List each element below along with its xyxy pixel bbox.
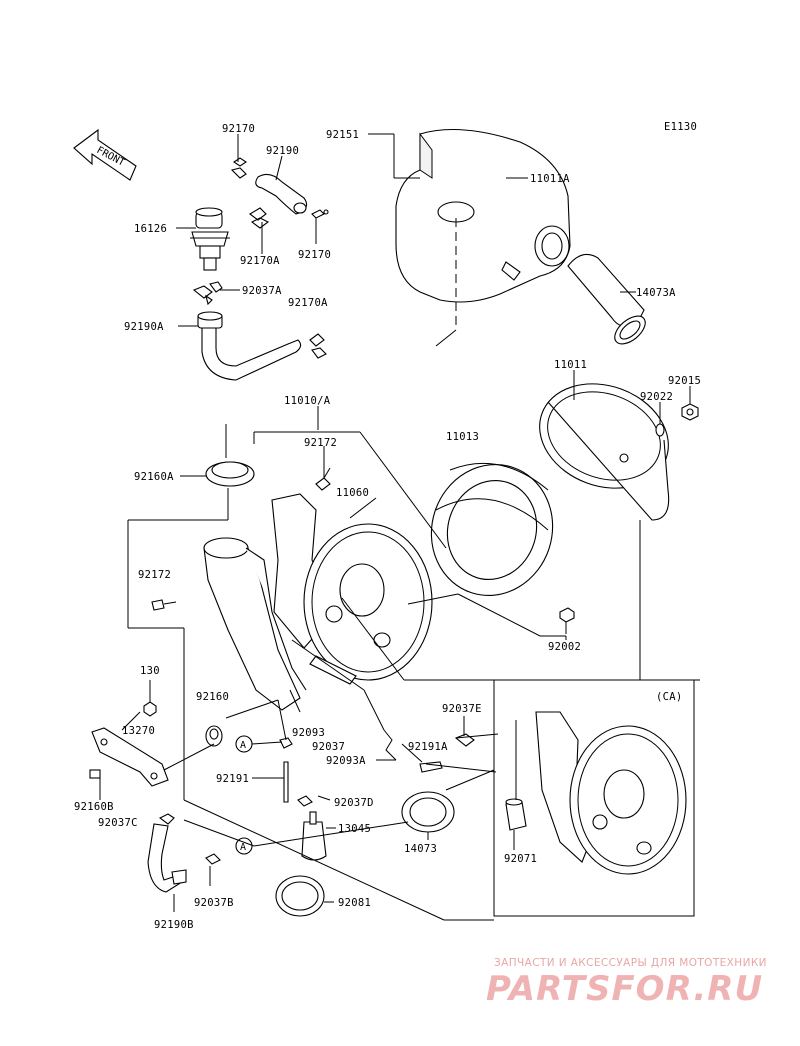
part-label-92071: 92071 bbox=[504, 853, 537, 865]
seal-92160a bbox=[205, 461, 255, 487]
part-label-92081: 92081 bbox=[338, 897, 371, 909]
hose-clip-92170 bbox=[230, 157, 247, 179]
pin-92191 bbox=[283, 761, 289, 803]
ring-92081 bbox=[275, 875, 325, 917]
part-label-14073a: 14073A bbox=[636, 287, 676, 299]
bolt-92172-upper bbox=[315, 467, 331, 491]
part-label-16126: 16126 bbox=[134, 223, 167, 235]
clip-92037c bbox=[158, 813, 175, 825]
part-label-11011a: 11011A bbox=[530, 173, 570, 185]
clip-92037a bbox=[192, 281, 223, 306]
valve-16126 bbox=[190, 207, 230, 271]
part-label-92037: 92037 bbox=[312, 741, 345, 753]
backplate-11060 bbox=[271, 493, 433, 685]
clip-92037b bbox=[205, 853, 221, 865]
part-label-92191: 92191 bbox=[216, 773, 249, 785]
watermark: ЗАПЧАСТИ И АКСЕССУАРЫ ДЛЯ МОТОТЕХНИКИ PA… bbox=[486, 957, 767, 1009]
callout-a-circle-upper: A bbox=[235, 735, 253, 753]
watermark-brand: PARTSFOR.RU bbox=[486, 969, 763, 1009]
diagram-code: E1130 bbox=[664, 121, 697, 133]
watermark-tagline: ЗАПЧАСТИ И АКСЕССУАРЫ ДЛЯ МОТОТЕХНИКИ bbox=[494, 957, 767, 969]
part-label-92037c: 92037C bbox=[98, 817, 138, 829]
part-label-92037a: 92037A bbox=[242, 285, 282, 297]
part-labels: E1130 92170 92190 92151 11011A 16126 921… bbox=[74, 121, 701, 931]
part-label-92191a: 92191A bbox=[408, 741, 448, 753]
base-11010a bbox=[203, 537, 307, 711]
part-label-13270: 13270 bbox=[122, 725, 155, 737]
callout-a-circle-lower: A bbox=[235, 837, 253, 855]
clip-92170-small bbox=[311, 209, 329, 219]
bracket-13270 bbox=[91, 727, 169, 787]
part-label-11010a: 11010/A bbox=[284, 395, 331, 407]
seal-14073 bbox=[401, 791, 455, 833]
ca-backplate bbox=[535, 711, 687, 875]
part-label-92022: 92022 bbox=[640, 391, 673, 403]
part-label-92190a: 92190A bbox=[124, 321, 164, 333]
clamp-92170a-upper bbox=[249, 207, 270, 229]
part-label-92015: 92015 bbox=[668, 375, 701, 387]
duct-14073a bbox=[567, 253, 646, 345]
part-label-13045: 13045 bbox=[338, 823, 371, 835]
part-label-92037b: 92037B bbox=[194, 897, 234, 909]
part-label-92037d: 92037D bbox=[334, 797, 374, 809]
part-label-92172-lower: 92172 bbox=[138, 569, 171, 581]
pipe-92093a bbox=[383, 729, 397, 761]
clip-92037d bbox=[297, 795, 313, 807]
part-label-92002: 92002 bbox=[548, 641, 581, 653]
housing-11011 bbox=[539, 383, 670, 521]
part-label-92160a: 92160A bbox=[134, 471, 174, 483]
grommet-92160 bbox=[205, 725, 223, 747]
valve-13045 bbox=[301, 811, 327, 861]
part-label-11013: 11013 bbox=[446, 431, 479, 443]
part-label-92190b: 92190B bbox=[154, 919, 194, 931]
fitting-92071 bbox=[505, 798, 527, 831]
filter-element-11013 bbox=[430, 462, 554, 597]
cover-11011a bbox=[395, 128, 571, 303]
part-label-92151: 92151 bbox=[326, 129, 359, 141]
hose-92190a bbox=[197, 311, 302, 381]
bolt-92172-lower bbox=[151, 599, 177, 611]
part-label-11060: 11060 bbox=[336, 487, 369, 499]
front-arrow-icon: FRONT bbox=[73, 128, 137, 181]
part-label-92093: 92093 bbox=[292, 727, 325, 739]
part-label-92093a: 92093A bbox=[326, 755, 366, 767]
pipe-92191a bbox=[419, 761, 443, 773]
part-label-92190: 92190 bbox=[266, 145, 299, 157]
part-label-92037e: 92037E bbox=[442, 703, 482, 715]
part-label-92170a-lower: 92170A bbox=[288, 297, 328, 309]
part-label-92160b: 92160B bbox=[74, 801, 114, 813]
part-label-92170a-upper: 92170A bbox=[240, 255, 280, 267]
part-label-92170-top: 92170 bbox=[222, 123, 255, 135]
clip-92037e bbox=[454, 733, 475, 747]
callout-a-label-lower: A bbox=[240, 842, 246, 853]
grommet-92160b bbox=[89, 769, 101, 779]
breather-hose-92190 bbox=[255, 173, 308, 215]
bolt-130 bbox=[143, 701, 157, 717]
hose-92190b bbox=[147, 823, 187, 893]
leader-lines bbox=[99, 133, 700, 921]
part-label-92160: 92160 bbox=[196, 691, 229, 703]
ca-variant-label: (CA) bbox=[656, 691, 683, 703]
clamp-92170a-lower bbox=[309, 333, 327, 359]
part-label-14073: 14073 bbox=[404, 843, 437, 855]
washer-92022 bbox=[655, 423, 665, 437]
bolt-92002 bbox=[559, 607, 575, 634]
nut-92015 bbox=[681, 403, 699, 421]
part-label-130: 130 bbox=[140, 665, 160, 677]
part-label-92170-mid: 92170 bbox=[298, 249, 331, 261]
part-label-92172-upper: 92172 bbox=[304, 437, 337, 449]
callout-a-label-upper: A bbox=[240, 740, 246, 751]
part-label-11011: 11011 bbox=[554, 359, 587, 371]
